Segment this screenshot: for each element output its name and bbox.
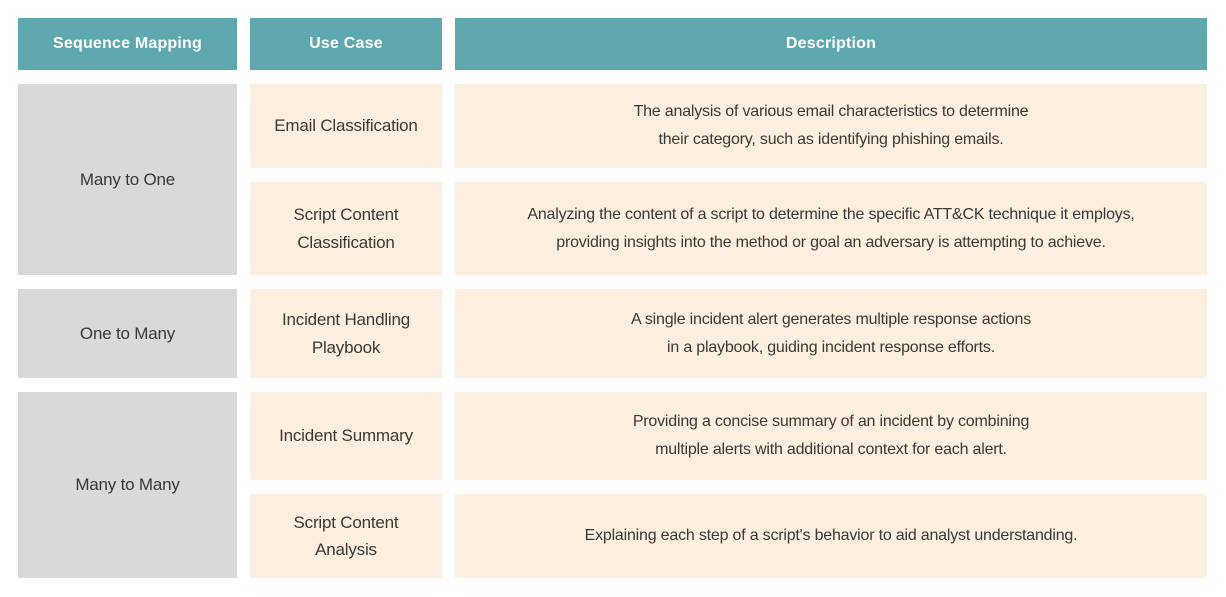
usecase-cell-email-classification: Email Classification (250, 84, 442, 168)
usecase-cell-incident-summary: Incident Summary (250, 392, 442, 480)
usecase-cell-incident-handling-playbook: Incident Handling Playbook (250, 289, 442, 378)
description-cell-script-content-analysis: Explaining each step of a script's behav… (455, 494, 1207, 578)
header-description: Description (455, 18, 1207, 70)
header-use-case: Use Case (250, 18, 442, 70)
usecase-cell-script-content-classification: Script Content Classification (250, 182, 442, 275)
description-cell-script-content-classification: Analyzing the content of a script to det… (455, 182, 1207, 275)
usecase-cell-script-content-analysis: Script Content Analysis (250, 494, 442, 578)
header-sequence-mapping: Sequence Mapping (18, 18, 237, 70)
description-cell-incident-handling-playbook: A single incident alert generates multip… (455, 289, 1207, 378)
description-cell-incident-summary: Providing a concise summary of an incide… (455, 392, 1207, 480)
mapping-cell-one-to-many: One to Many (18, 289, 237, 378)
description-cell-email-classification: The analysis of various email characteri… (455, 84, 1207, 168)
mapping-cell-many-to-one: Many to One (18, 84, 237, 275)
mapping-cell-many-to-many: Many to Many (18, 392, 237, 578)
